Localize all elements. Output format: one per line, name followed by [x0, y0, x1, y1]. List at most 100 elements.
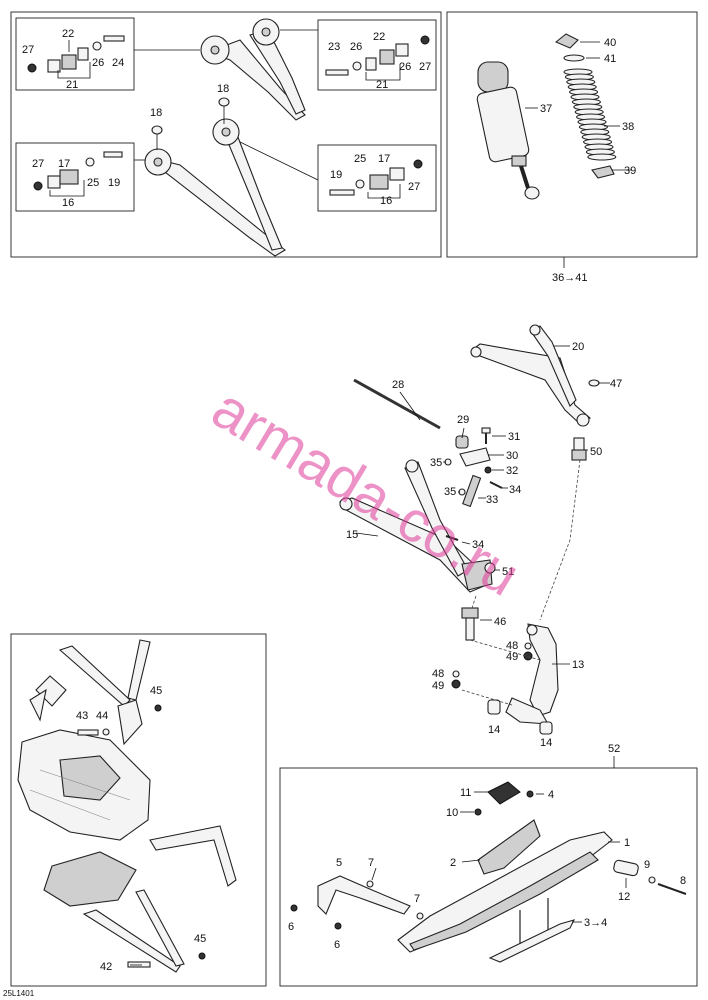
- label-38: 38: [622, 121, 634, 133]
- hardware-row-upper-right: [325, 35, 430, 76]
- label-7: 7: [368, 857, 374, 869]
- label-17: 17: [378, 153, 390, 165]
- label-40: 40: [604, 37, 616, 49]
- washer-18-upper: [218, 97, 230, 124]
- label-18: 18: [217, 83, 229, 95]
- label-27: 27: [22, 44, 34, 56]
- screw-7-upper: [366, 880, 374, 888]
- washer-44: [102, 728, 110, 736]
- drawing-code: 25L1401: [3, 989, 35, 998]
- label-19: 19: [330, 169, 342, 181]
- label-37: 37: [540, 103, 552, 115]
- nut-4: [526, 790, 534, 798]
- label-8: 8: [680, 875, 686, 887]
- label-9: 9: [644, 859, 650, 871]
- inset-frame: [279, 767, 698, 987]
- label-3-to-4: 3→4: [584, 917, 607, 929]
- label-1: 1: [624, 837, 630, 849]
- spacer-12: [613, 859, 639, 877]
- inset-frame: [10, 633, 267, 987]
- watermark-text: armada-co.ru: [201, 375, 530, 608]
- label-15: 15: [346, 529, 358, 541]
- label-27: 27: [419, 61, 431, 73]
- label-49: 49: [432, 680, 444, 692]
- ski-1: [397, 831, 613, 953]
- upper-a-arm-sketch: [200, 18, 306, 121]
- label-22: 22: [62, 28, 74, 40]
- lower-link-front: [82, 889, 185, 973]
- label-18: 18: [150, 107, 162, 119]
- label-22: 22: [373, 31, 385, 43]
- label-32: 32: [506, 465, 518, 477]
- ski-inset: 52: [279, 743, 698, 987]
- chassis-body: [17, 729, 151, 841]
- label-52: 52: [608, 743, 620, 755]
- label-30: 30: [506, 450, 518, 462]
- spindle-13: [505, 623, 559, 725]
- nut-10: [474, 808, 482, 816]
- spring-retainer-40: [554, 33, 579, 49]
- label-33: 33: [486, 494, 498, 506]
- label-47: 47: [610, 378, 622, 390]
- label-17: 17: [58, 158, 70, 170]
- label-10: 10: [446, 807, 458, 819]
- spring-stopper-39: [591, 165, 615, 179]
- link-33: [462, 474, 482, 508]
- saddle-2: [477, 819, 541, 875]
- screw-7-lower: [416, 912, 424, 920]
- label-29: 29: [457, 414, 469, 426]
- shock-absorber-inset: 40 41 37 38 39 36→41: [446, 11, 698, 284]
- shock-absorber-37: [476, 61, 540, 200]
- label-26: 26: [92, 57, 104, 69]
- label-45: 45: [194, 933, 206, 945]
- bracket-30: [459, 447, 491, 467]
- bolt-31: [481, 427, 491, 444]
- bolt-43: [77, 729, 99, 736]
- upper-a-arm-20: [470, 324, 591, 427]
- subbox-lower-left: [15, 142, 135, 212]
- hardware-row-lower-left: [33, 151, 123, 191]
- bolt-34a: [489, 481, 503, 489]
- label-41: 41: [604, 53, 616, 65]
- skid-plate: [43, 851, 137, 907]
- label-28: 28: [392, 379, 404, 391]
- lower-a-arm-sketch: [144, 118, 286, 257]
- bushing-14-right: [539, 721, 553, 735]
- bolt-8: [657, 883, 687, 895]
- label-11: 11: [460, 787, 471, 799]
- clip-41: [563, 54, 585, 62]
- label-13: 13: [572, 659, 584, 671]
- label-34: 34: [472, 539, 484, 551]
- label-27: 27: [408, 181, 420, 193]
- subbox-lower-right: [317, 144, 437, 212]
- ball-joint-50: [571, 437, 587, 461]
- nut-washer-48-49-upper: [523, 642, 533, 661]
- label-25: 25: [87, 177, 99, 189]
- label-12: 12: [618, 891, 630, 903]
- label-34: 34: [509, 484, 521, 496]
- front-suspension-exploded: 28 20 47 29 31 30 32 35 35 34 33 50 15 3…: [339, 324, 622, 749]
- nut-45-lower: [198, 952, 206, 960]
- label-6: 6: [288, 921, 294, 933]
- cap-51: [484, 562, 496, 574]
- label-14: 14: [488, 724, 500, 736]
- label-7: 7: [414, 893, 420, 905]
- label-2: 2: [450, 857, 456, 869]
- label-16: 16: [380, 195, 392, 207]
- frame-inset: 45 43 44 45 42: [10, 633, 267, 987]
- label-42: 42: [100, 961, 112, 973]
- label-24: 24: [112, 57, 124, 69]
- bolt-34b: [445, 535, 459, 541]
- label-21: 21: [376, 79, 388, 91]
- bolt-42: [127, 961, 151, 968]
- label-23: 23: [328, 41, 340, 53]
- washer-18-lower: [151, 125, 163, 150]
- o-ring-47: [588, 379, 600, 387]
- label-20: 20: [572, 341, 584, 353]
- subbox-upper-right: [317, 19, 437, 91]
- label-31: 31: [508, 431, 520, 443]
- label-45: 45: [150, 685, 162, 697]
- runner-3-4: [488, 898, 576, 963]
- label-48: 48: [432, 668, 444, 680]
